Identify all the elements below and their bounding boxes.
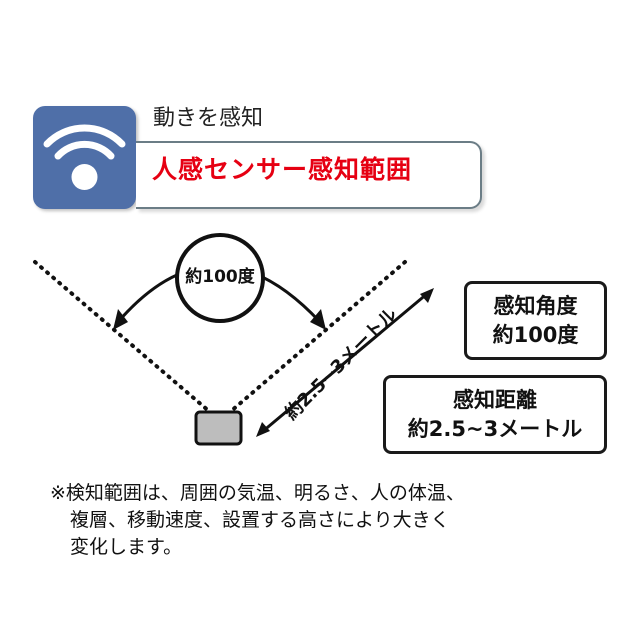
distance-arrow-head-bottom: [256, 422, 270, 437]
motion-sensor-icon: [33, 106, 136, 209]
distance-info-box: 感知距離 約2.5~3メートル: [383, 375, 607, 454]
cone-left-line: [33, 260, 212, 414]
angle-arrow-left: [113, 309, 128, 330]
footnote-line-3: 変化します。: [70, 536, 183, 558]
distance-info-title: 感知距離: [453, 388, 537, 412]
angle-info-title: 感知角度: [493, 294, 578, 318]
footnote-line-2: 複層、移動速度、設置する高さにより大きく: [70, 509, 450, 531]
angle-info-value: 約100度: [492, 323, 579, 347]
angle-label-circle: [175, 233, 265, 323]
title-box: [136, 141, 482, 209]
cone-right-line: [228, 260, 407, 414]
footnote: ※検知範囲は、周囲の気温、明るさ、人の体温、 複層、移動速度、設置する高さにより…: [50, 480, 610, 561]
footnote-line-1: ※検知範囲は、周囲の気温、明るさ、人の体温、: [50, 482, 465, 504]
distance-arrow-line: [261, 291, 429, 434]
page-title: 人感センサー感知範囲: [152, 155, 413, 184]
angle-label: 約100度: [185, 267, 255, 287]
distance-info-value: 約2.5~3メートル: [407, 417, 583, 441]
sensor-device: [194, 410, 243, 446]
distance-arrow-head-top: [420, 288, 434, 303]
angle-info-box: 感知角度 約100度: [464, 281, 607, 360]
angle-arrow-right: [310, 309, 326, 330]
subtitle: 動きを感知: [153, 106, 264, 131]
